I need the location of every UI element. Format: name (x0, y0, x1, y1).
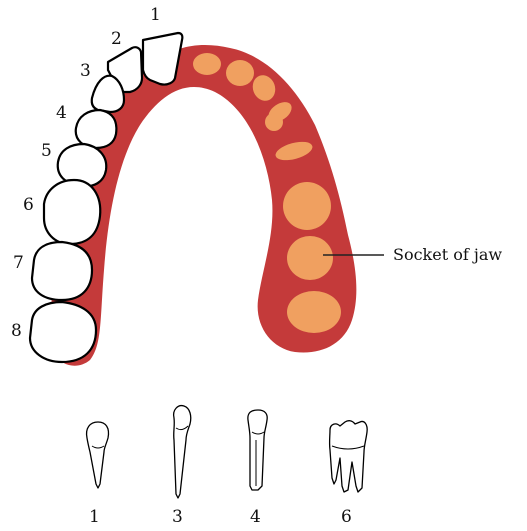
tooth-number: 8 (11, 321, 22, 341)
tooth-type-labels: 1 3 4 6 (89, 507, 352, 527)
tooth-type-4 (248, 410, 267, 490)
tooth-6 (44, 180, 100, 244)
tooth-number: 3 (80, 61, 91, 81)
tooth-type-label: 3 (172, 507, 183, 527)
tooth-number: 4 (56, 103, 67, 123)
socket-9 (287, 291, 341, 333)
tooth-type-3 (174, 406, 191, 498)
tooth-number: 1 (150, 5, 161, 25)
socket-label: Socket of jaw (393, 245, 502, 264)
incisor-tooth (87, 422, 109, 488)
socket-8 (287, 236, 333, 280)
premolar-tooth (248, 410, 267, 490)
tooth-number: 6 (23, 195, 34, 215)
socket-1 (193, 53, 221, 75)
tooth-4 (76, 110, 117, 148)
socket-2 (226, 60, 254, 86)
tooth-7 (32, 242, 92, 300)
socket-7 (283, 182, 331, 230)
tooth-number: 2 (111, 29, 122, 49)
socket-5 (265, 113, 283, 131)
tooth-number: 7 (13, 253, 24, 273)
tooth-type-6 (330, 421, 368, 492)
tooth-8 (30, 302, 96, 362)
tooth-type-label: 6 (341, 507, 352, 527)
tooth-number: 5 (41, 141, 52, 161)
tooth-3 (92, 76, 124, 112)
tooth-type-label: 1 (89, 507, 100, 527)
canine-tooth (174, 406, 191, 498)
tooth-type-label: 4 (250, 507, 261, 527)
tooth-type-1 (87, 422, 109, 488)
molar-tooth (330, 421, 368, 492)
